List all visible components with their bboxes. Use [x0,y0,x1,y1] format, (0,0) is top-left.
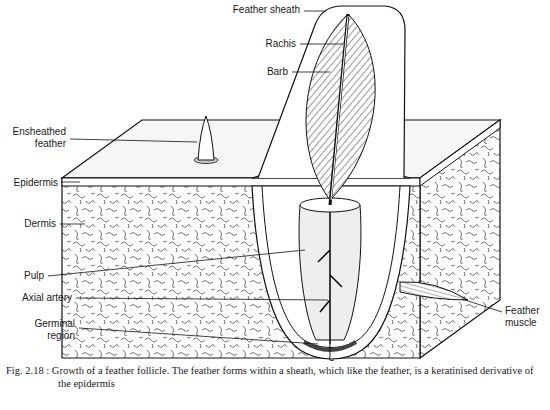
part-label: Feather sheath [233,4,300,16]
rachis [330,14,348,205]
part-label: Germinal region [23,318,75,342]
part-label: Dermis [24,218,56,230]
feather-muscle [400,282,468,300]
axial-artery [318,212,342,344]
follicle-wall [252,186,410,359]
epidermis-layer [62,178,420,186]
part-label: Barb [267,66,288,78]
block-side [420,120,500,358]
part-label: Axial artery [22,292,72,304]
ensheathed-feather [198,116,214,160]
epidermis-layer [420,120,500,186]
vessel [330,344,335,361]
leader-lines [48,11,502,344]
block-front [62,178,420,358]
figure-caption: Fig. 2.18 : Growth of a feather follicle… [6,364,542,390]
part-label: Epidermis [14,177,58,189]
part-label: Ensheathed feather [6,126,66,150]
follicle-lining [262,186,400,348]
part-label: Pulp [24,270,44,282]
part-label: Rachis [265,38,296,50]
part-label: Feather muscle [505,305,549,329]
